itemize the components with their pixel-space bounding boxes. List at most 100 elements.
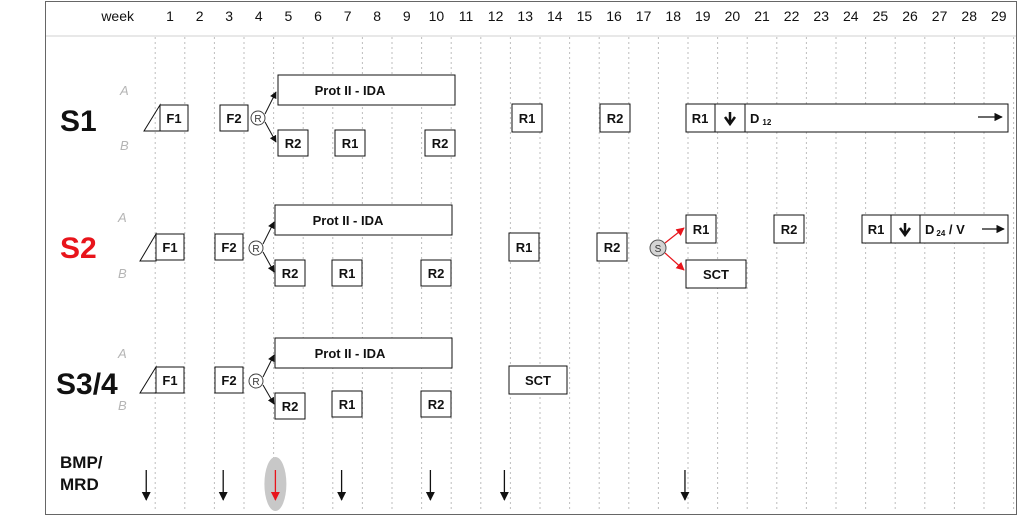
week-number: 3 bbox=[225, 8, 233, 24]
arm-b-block-r2 bbox=[274, 259, 306, 287]
week-number: 25 bbox=[873, 8, 889, 24]
week-number: 29 bbox=[991, 8, 1007, 24]
block-r2 bbox=[599, 103, 631, 133]
arm-b-block-r2-label: R2 bbox=[428, 266, 445, 281]
block-r1 bbox=[508, 232, 540, 262]
randomization-arrow-b bbox=[262, 384, 275, 405]
arm-b-block-r2-label: R2 bbox=[282, 266, 299, 281]
randomization-node bbox=[248, 373, 264, 389]
stratum-s1: S1 A B F1 F2 R Prot II - IDA R2 R1 R2 R1 bbox=[60, 74, 1009, 157]
maintenance-r1-label: R1 bbox=[692, 111, 709, 126]
block-r2-label: R2 bbox=[604, 240, 621, 255]
arm-a-block-label: Prot II - IDA bbox=[313, 213, 384, 228]
block-f1 bbox=[155, 366, 185, 394]
stratum-label-s1: S1 bbox=[60, 105, 97, 138]
arm-b-label: B bbox=[118, 266, 127, 281]
randomization-node bbox=[250, 110, 266, 126]
block-f1-label: F1 bbox=[166, 111, 181, 126]
arm-b-block-r2 bbox=[420, 259, 452, 287]
arm-b-block-r2 bbox=[277, 129, 309, 157]
week-number: 5 bbox=[285, 8, 293, 24]
block-r2-label: R2 bbox=[607, 111, 624, 126]
block-f2 bbox=[219, 104, 249, 132]
block-f2-label: F2 bbox=[221, 373, 236, 388]
arm-a-label: A bbox=[117, 346, 127, 361]
branch-a-r2-label: R2 bbox=[781, 222, 798, 237]
arm-b-label: B bbox=[118, 398, 127, 413]
arm-b-block-r2 bbox=[424, 129, 456, 157]
stratum-label-s2: S2 bbox=[60, 232, 97, 265]
bmp-label: BMP/ bbox=[60, 453, 103, 472]
branch-a-r2 bbox=[773, 214, 805, 244]
arm-b-block-r2-label: R2 bbox=[432, 136, 449, 151]
stratum-s3-4: S3/4 A B F1 F2 R Prot II - IDA R2 R1 R2 … bbox=[56, 337, 568, 420]
down-arrow-icon bbox=[723, 112, 737, 127]
bmp-mrd-row: BMP/ MRD bbox=[60, 453, 690, 511]
randomization-arrow-b bbox=[264, 121, 277, 143]
randomization-arrow-a bbox=[262, 221, 275, 245]
arm-b-block-r2-label: R2 bbox=[428, 397, 445, 412]
stratification-arrow-b bbox=[664, 252, 685, 271]
block-f1-label: F1 bbox=[162, 240, 177, 255]
randomization-arrow-a bbox=[262, 354, 275, 378]
maintenance-r1-label: R1 bbox=[868, 222, 885, 237]
prephase-wedge bbox=[143, 103, 161, 132]
branch-a-r1 bbox=[685, 214, 717, 244]
maintenance-d-suffix: / V bbox=[945, 222, 965, 237]
week-gridlines bbox=[154, 37, 1015, 512]
arm-b-block-r2-label: R2 bbox=[285, 136, 302, 151]
week-number: 21 bbox=[754, 8, 770, 24]
week-number: 14 bbox=[547, 8, 563, 24]
week-number: 7 bbox=[344, 8, 352, 24]
arm-b-block-r1-label: R1 bbox=[339, 266, 356, 281]
arm-a-block bbox=[274, 337, 453, 369]
bmp-arrows bbox=[141, 470, 690, 501]
stratification-arrow-a bbox=[664, 227, 685, 244]
arm-b-label: B bbox=[120, 138, 129, 153]
arm-b-block-r1-label: R1 bbox=[339, 397, 356, 412]
arm-b-block-r1 bbox=[331, 390, 363, 418]
randomization-label: R bbox=[252, 377, 259, 388]
block-f1 bbox=[159, 104, 189, 132]
week-number: 20 bbox=[725, 8, 741, 24]
arm-b-block-r1-label: R1 bbox=[342, 136, 359, 151]
arm-b-block-r2-label: R2 bbox=[282, 399, 299, 414]
week-number: 16 bbox=[606, 8, 622, 24]
week-number: 4 bbox=[255, 8, 263, 24]
arm-a-block-label: Prot II - IDA bbox=[315, 346, 386, 361]
week-number: 12 bbox=[488, 8, 504, 24]
week-number: 2 bbox=[196, 8, 204, 24]
arm-b-block-r1 bbox=[334, 129, 366, 157]
branch-b-sct-label: SCT bbox=[703, 267, 729, 282]
prephase-wedge bbox=[139, 365, 157, 394]
block-f2-label: F2 bbox=[221, 240, 236, 255]
week-number: 24 bbox=[843, 8, 859, 24]
maintenance-d-sub: 24 bbox=[936, 229, 945, 238]
block-r1-label: R1 bbox=[516, 240, 533, 255]
arm-a-block bbox=[274, 204, 453, 236]
block-sct bbox=[508, 365, 568, 395]
week-number: 23 bbox=[813, 8, 829, 24]
week-number: 22 bbox=[784, 8, 800, 24]
randomization-arrow-b bbox=[262, 251, 275, 273]
stratum-label-s3-4: S3/4 bbox=[56, 368, 118, 401]
maintenance-d-sub: 12 bbox=[762, 118, 771, 127]
arm-a-label: A bbox=[119, 83, 129, 98]
arm-a-block bbox=[277, 74, 456, 106]
arm-b-block-r2 bbox=[274, 392, 306, 420]
stratification-label: S bbox=[655, 244, 662, 255]
branch-a-r1-label: R1 bbox=[693, 222, 710, 237]
block-f2 bbox=[214, 366, 244, 394]
maintenance-d-main: D bbox=[750, 111, 759, 126]
block-f1 bbox=[155, 233, 185, 261]
week-number: 9 bbox=[403, 8, 411, 24]
block-r2 bbox=[596, 232, 628, 262]
block-f2 bbox=[214, 233, 244, 261]
week-label: week bbox=[100, 8, 135, 24]
arm-a-block-label: Prot II - IDA bbox=[315, 83, 386, 98]
prephase-wedge bbox=[139, 232, 157, 262]
